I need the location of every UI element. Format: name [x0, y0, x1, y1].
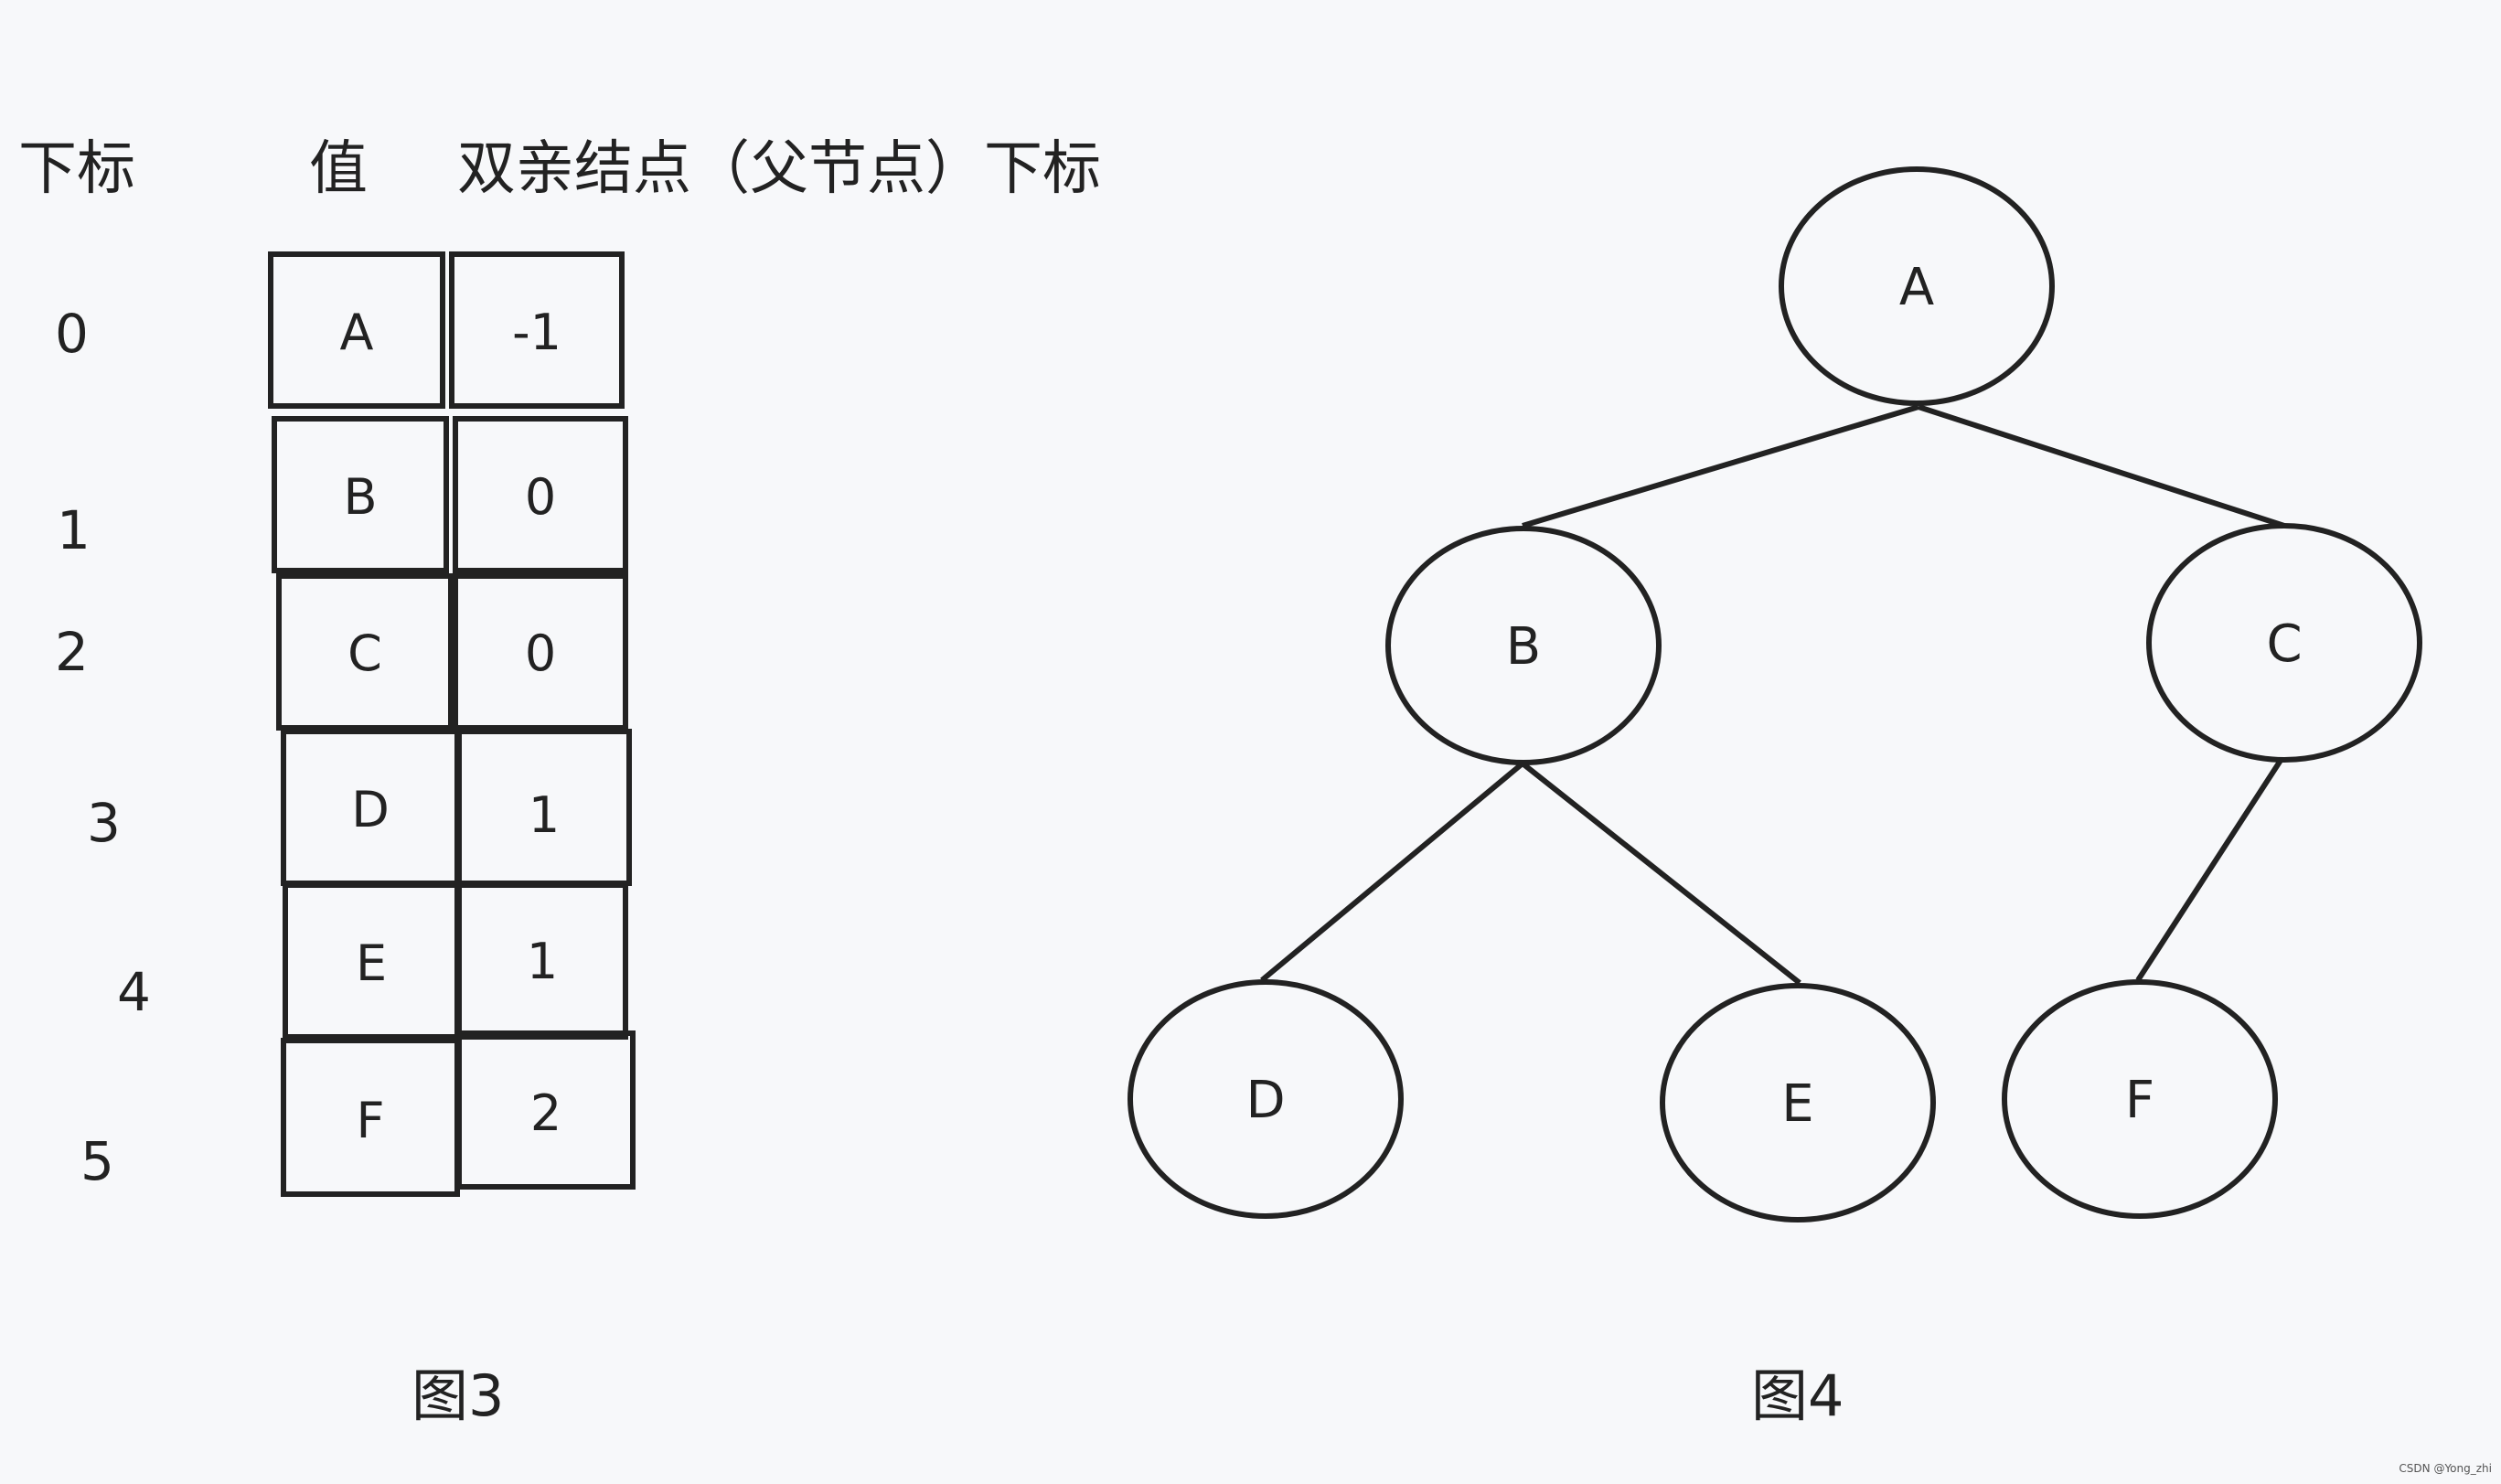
row-parent-3: 1 — [529, 786, 560, 844]
row-index-1: 1 — [57, 499, 91, 561]
row-index-2: 2 — [55, 621, 89, 683]
row-parent-5: 2 — [530, 1084, 561, 1142]
tree-node-c: C — [2146, 523, 2422, 763]
table-row-0-parent-cell — [449, 251, 625, 409]
edge-a-c — [1918, 404, 2285, 528]
table-row-0-value-cell — [268, 251, 445, 409]
row-index-5: 5 — [80, 1130, 114, 1192]
tree-node-b: B — [1385, 526, 1662, 765]
tree-node-d: D — [1128, 979, 1404, 1219]
row-parent-1: 0 — [525, 468, 556, 526]
row-value-4: E — [356, 934, 387, 992]
header-value: 值 — [309, 135, 368, 203]
tree-node-f-label: F — [2125, 1071, 2154, 1130]
table-row-1-parent-cell — [453, 416, 628, 573]
tree-node-a: A — [1779, 166, 2055, 406]
tree-node-b-circle — [1385, 526, 1662, 765]
tree-node-f-circle — [2002, 979, 2278, 1219]
watermark: CSDN @Yong_zhi — [2399, 1462, 2492, 1475]
table-row-5-parent-cell — [456, 1030, 636, 1190]
row-value-2: C — [347, 625, 382, 682]
header-parent-index: 双亲结点（父节点）下标 — [457, 135, 1101, 203]
caption-figure-4: 图4 — [1751, 1362, 1844, 1429]
edge-a-b — [1522, 404, 1919, 528]
row-value-0: A — [340, 304, 374, 361]
row-value-5: F — [356, 1092, 384, 1149]
tree-node-c-label: C — [2266, 614, 2302, 674]
header-index: 下标 — [18, 135, 135, 203]
edge-c-f — [2135, 757, 2284, 982]
edge-b-d — [1260, 761, 1524, 983]
tree-node-e: E — [1660, 983, 1936, 1222]
row-parent-0: -1 — [512, 304, 561, 361]
row-value-3: D — [351, 781, 390, 838]
row-index-0: 0 — [55, 303, 89, 365]
tree-node-a-label: A — [1899, 258, 1934, 317]
tree-node-c-circle — [2146, 523, 2422, 763]
caption-figure-3: 图3 — [411, 1362, 504, 1429]
tree-edges — [1260, 404, 2285, 986]
row-value-1: B — [343, 468, 377, 526]
tree-node-b-label: B — [1506, 617, 1541, 677]
tree-node-e-circle — [1660, 983, 1936, 1222]
tree-node-d-circle — [1128, 979, 1404, 1219]
row-index-3: 3 — [87, 792, 121, 854]
table-row-1-value-cell — [272, 416, 449, 573]
row-parent-2: 0 — [525, 625, 556, 682]
row-parent-4: 1 — [527, 933, 558, 990]
tree-node-d-label: D — [1245, 1071, 1285, 1130]
row-index-4: 4 — [117, 961, 151, 1023]
tree-node-e-label: E — [1781, 1074, 1813, 1134]
tree-node-f: F — [2002, 979, 2278, 1219]
edge-b-e — [1521, 761, 1801, 986]
array-table — [268, 251, 636, 1197]
table-row-2-parent-cell — [453, 573, 628, 731]
tree-node-a-circle — [1779, 166, 2055, 406]
table-row-4-parent-cell — [456, 882, 628, 1040]
table-row-2-value-cell — [276, 573, 454, 731]
